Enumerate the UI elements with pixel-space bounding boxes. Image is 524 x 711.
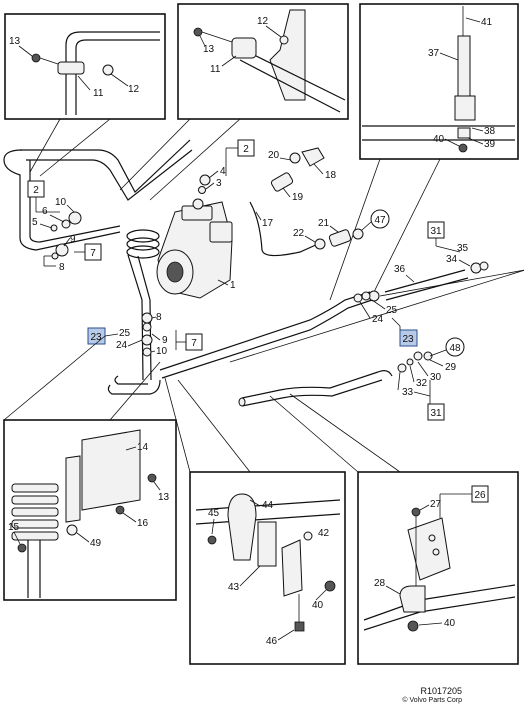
callout-1: 1 xyxy=(230,280,236,291)
callout-31-bottom: 31 xyxy=(430,408,442,419)
callout-45: 45 xyxy=(208,508,220,519)
main-assembly: 2 20 18 4 3 19 2 10 6 5 17 21 47 22 9 xyxy=(3,139,524,421)
callout-5: 5 xyxy=(32,217,38,228)
callout-11-tm: 11 xyxy=(210,64,221,75)
callout-42: 42 xyxy=(318,528,330,539)
callout-13-bl: 13 xyxy=(158,492,170,503)
copyright-notice: © Volvo Parts Corp xyxy=(402,697,462,704)
coil-pipe xyxy=(126,229,160,381)
callout-14: 14 xyxy=(137,442,149,453)
callout-circle-48 xyxy=(445,337,465,357)
callout-11-tl: 11 xyxy=(93,88,104,99)
inset-bottom-right: 26 27 28 40 xyxy=(269,393,519,665)
callout-40-bm: 40 xyxy=(312,600,324,611)
callout-16: 16 xyxy=(137,518,149,529)
callout-8-mid: 8 xyxy=(156,312,162,323)
callout-6-left: 6 xyxy=(42,206,48,217)
inset-bottom-middle: 44 45 42 43 40 46 xyxy=(164,377,346,665)
callout-18: 18 xyxy=(325,170,337,181)
inset-bottom-left: 14 13 16 15 49 xyxy=(3,335,177,601)
air-compressor xyxy=(156,201,233,299)
callout-15: 15 xyxy=(8,522,20,533)
callout-28: 28 xyxy=(374,578,386,589)
callout-35: 35 xyxy=(457,243,469,254)
callout-8-left: 8 xyxy=(59,262,65,273)
callout-circle-47 xyxy=(370,209,390,229)
callout-34: 34 xyxy=(446,254,458,265)
callout-9-mid: 9 xyxy=(162,335,168,346)
callout-39: 39 xyxy=(484,139,496,150)
callout-40-tr: 40 xyxy=(433,134,445,145)
callout-29: 29 xyxy=(445,362,457,373)
callout-36: 36 xyxy=(394,264,406,275)
inset-top-middle: 12 13 11 xyxy=(119,3,349,201)
callout-22: 22 xyxy=(293,228,305,239)
callout-47: 47 xyxy=(374,215,386,226)
inset-top-left: 13 11 12 xyxy=(4,13,166,177)
callout-25-left: 25 xyxy=(119,328,131,339)
callout-25-right: 25 xyxy=(386,305,398,316)
callout-10-left: 10 xyxy=(55,197,67,208)
callout-9-left: 9 xyxy=(70,234,76,245)
callout-26: 26 xyxy=(474,490,486,501)
callout-21: 21 xyxy=(318,218,330,229)
callout-24-left: 24 xyxy=(116,340,128,351)
callout-23-right: 23 xyxy=(402,334,414,345)
callout-31-top: 31 xyxy=(430,226,442,237)
callout-17: 17 xyxy=(262,218,274,229)
callout-13-tm: 13 xyxy=(203,44,215,55)
callout-30: 30 xyxy=(430,372,442,383)
clamp-block xyxy=(11,483,59,541)
callout-38: 38 xyxy=(484,126,496,137)
callout-37: 37 xyxy=(428,48,440,59)
diagram-reference-code: R1017205 xyxy=(420,686,462,696)
callout-33: 33 xyxy=(402,387,414,398)
callout-27: 27 xyxy=(430,499,442,510)
callout-7-left: 7 xyxy=(90,248,96,259)
inset-top-right: 41 37 40 38 39 xyxy=(329,3,519,301)
callout-40-br: 40 xyxy=(444,618,456,629)
callout-3: 3 xyxy=(216,178,222,189)
callout-24-right: 24 xyxy=(372,314,384,325)
callout-32: 32 xyxy=(416,378,428,389)
callout-43: 43 xyxy=(228,582,240,593)
callout-7-mid: 7 xyxy=(191,338,197,349)
callout-box-31-bottom xyxy=(427,403,445,421)
callout-46: 46 xyxy=(266,636,278,647)
callout-41: 41 xyxy=(481,17,493,28)
callout-4: 4 xyxy=(220,166,226,177)
callout-box-23-right xyxy=(399,329,418,347)
callout-13-tl: 13 xyxy=(9,36,21,47)
callout-20: 20 xyxy=(268,150,280,161)
callout-49: 49 xyxy=(90,538,102,549)
callout-48: 48 xyxy=(449,343,461,354)
callout-23-left: 23 xyxy=(90,332,102,343)
callout-12-tl: 12 xyxy=(128,84,140,95)
callout-2-top: 2 xyxy=(243,144,249,155)
callout-2-left: 2 xyxy=(33,185,39,196)
callout-19: 19 xyxy=(292,192,304,203)
callout-12-tm: 12 xyxy=(257,16,269,27)
callout-10-mid: 10 xyxy=(156,346,168,357)
callout-44: 44 xyxy=(262,500,274,511)
